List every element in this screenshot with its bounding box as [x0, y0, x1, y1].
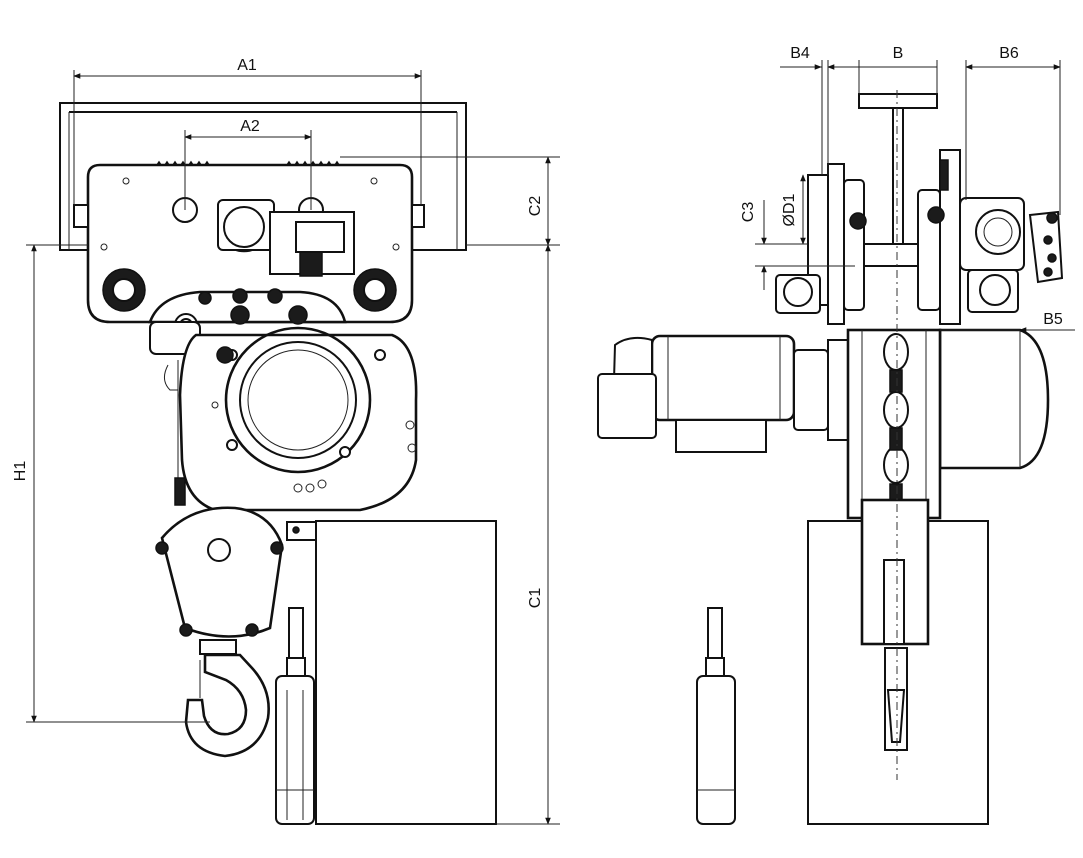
side-hook — [860, 498, 930, 751]
hook — [184, 653, 270, 758]
label-b5: B5 — [1043, 311, 1063, 328]
label-c1: C1 — [527, 588, 544, 609]
label-c3: C3 — [740, 202, 757, 223]
front-view — [59, 102, 497, 825]
dimension-labels: A1 A2 C2 C1 H1 B4 B B6 B5 C3 ØD1 — [12, 45, 1063, 608]
label-b4: B4 — [790, 45, 810, 62]
side-pendant — [696, 607, 736, 825]
side-hoist-body — [846, 328, 942, 520]
side-trolley — [775, 149, 1064, 325]
hook-block — [155, 506, 284, 655]
label-h1: H1 — [12, 461, 29, 482]
panel-box — [315, 520, 497, 825]
pendant-control — [275, 521, 317, 825]
label-b6: B6 — [999, 45, 1019, 62]
front-dimensions — [26, 70, 560, 825]
label-a2: A2 — [240, 118, 260, 135]
side-hoist-motor — [597, 334, 853, 453]
chain-wheel-housing — [148, 288, 347, 355]
side-gearbox — [938, 328, 1050, 470]
label-a1: A1 — [237, 57, 257, 74]
label-c2: C2 — [527, 196, 544, 217]
side-dimensions — [755, 60, 1075, 333]
label-d1: ØD1 — [781, 193, 798, 226]
trolley-motor — [217, 199, 355, 277]
hoist-body — [164, 326, 418, 512]
beam-rail — [59, 102, 467, 251]
label-b: B — [893, 45, 904, 62]
side-view — [597, 90, 1064, 825]
